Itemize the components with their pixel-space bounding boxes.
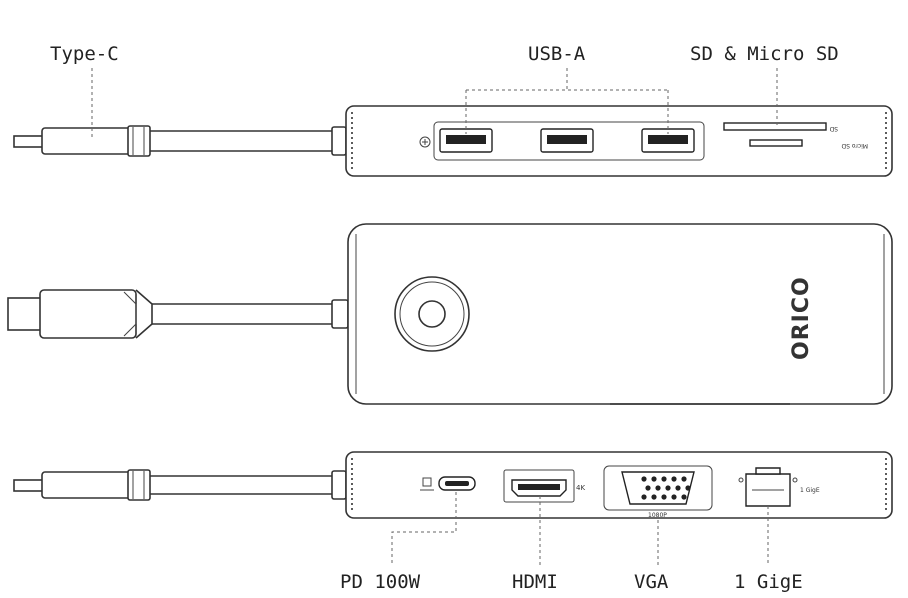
vga-pin (651, 476, 657, 482)
micro-sd-slot (749, 139, 803, 147)
vga-1080p-mark: 1080P (648, 512, 667, 519)
vga-pin (675, 485, 681, 491)
cable-top (150, 126, 347, 156)
vga-pin (641, 494, 647, 500)
vga-pin (661, 494, 667, 500)
sd-micro-sd-label: SD & Micro SD (690, 43, 839, 65)
vga-pin (645, 485, 651, 491)
pd-callout: PD 100W (340, 492, 457, 593)
hub-face-view: ORICO (7, 223, 893, 405)
usb-symbol-icon (419, 136, 431, 148)
vga-pin (671, 476, 677, 482)
type-c-plug-middle (7, 289, 153, 339)
hub-body-bottom (345, 451, 893, 519)
hdmi-port (503, 469, 575, 503)
round-button-icon (394, 276, 470, 352)
vga-pin (681, 494, 687, 500)
vga-port (603, 465, 713, 511)
cable-middle (152, 299, 349, 329)
hub-bottom-view: 4K 1080P 1 GigE (13, 451, 893, 519)
vga-pins (641, 476, 691, 500)
vga-pin (661, 476, 667, 482)
vga-pin (641, 476, 647, 482)
vga-pin (681, 476, 687, 482)
pd-symbol-icon (420, 477, 434, 491)
gige-callout: 1 GigE (734, 506, 803, 593)
brand-logo: ORICO (789, 276, 814, 360)
usb-a-callout: USB-A (465, 43, 669, 134)
vga-pin (655, 485, 661, 491)
cable-bottom (150, 470, 347, 500)
type-c-plug-top (13, 125, 151, 157)
hdmi-4k-mark: 4K (576, 484, 585, 492)
brand-name: ORICO (789, 276, 814, 360)
micro-sd-slot-mark: Micro SD (841, 142, 868, 149)
vga-pin (685, 485, 691, 491)
usb-c-pd-port (438, 476, 476, 491)
gige-label: 1 GigE (734, 571, 803, 593)
vga-pin (665, 485, 671, 491)
sd-callout: SD & Micro SD (690, 43, 839, 126)
lan-1gige-mark: 1 GigE (800, 487, 820, 494)
hdmi-callout: HDMI (512, 496, 558, 593)
type-c-plug-bottom (13, 469, 151, 501)
pd-100w-label: PD 100W (340, 571, 421, 593)
usb-a-port-2 (540, 128, 594, 153)
vga-label: VGA (634, 571, 669, 593)
hub-body-top (345, 105, 893, 177)
sd-slot-mark: SD (829, 125, 838, 132)
type-c-callout: Type-C (50, 43, 119, 138)
hdmi-label: HDMI (512, 571, 558, 593)
usb-a-panel (433, 121, 705, 161)
usb-a-label: USB-A (528, 43, 586, 65)
usb-a-port-1 (439, 128, 493, 153)
ethernet-port (738, 467, 798, 507)
vga-callout: VGA (634, 520, 669, 593)
type-c-label: Type-C (50, 43, 119, 65)
hub-top-view: SD Micro SD (13, 105, 893, 177)
sd-slot (723, 122, 827, 131)
vga-pin (651, 494, 657, 500)
vga-pin (671, 494, 677, 500)
